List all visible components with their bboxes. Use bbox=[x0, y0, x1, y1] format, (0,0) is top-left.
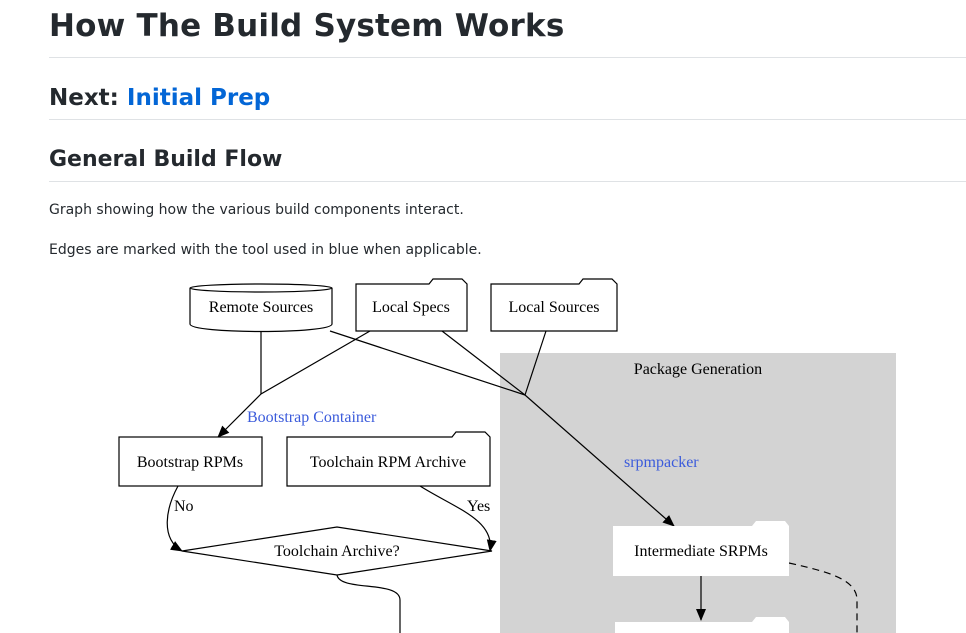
title-divider bbox=[49, 57, 966, 58]
node-toolchain-rpm-archive: Toolchain RPM Archive bbox=[286, 431, 491, 487]
edge-label-srpmpacker: srpmpacker bbox=[624, 454, 699, 471]
next-heading: Next: Initial Prep bbox=[49, 85, 270, 111]
edge-yes bbox=[419, 485, 497, 552]
node-remote-sources: Remote Sources bbox=[189, 283, 333, 333]
edge-label-yes: Yes bbox=[467, 498, 490, 515]
edge-label-no: No bbox=[174, 498, 194, 515]
edge-local-sources-to-merge bbox=[524, 330, 547, 396]
edge-toolchain-archive-down bbox=[336, 574, 401, 633]
node-local-sources: Local Sources bbox=[490, 278, 618, 332]
node-intermediate-srpms: Intermediate SRPMs bbox=[613, 521, 789, 576]
node-bootstrap-rpms: Bootstrap RPMs bbox=[118, 436, 263, 487]
node-label: Remote Sources bbox=[209, 299, 313, 316]
section-title: General Build Flow bbox=[49, 147, 283, 172]
package-generation-cluster bbox=[500, 353, 896, 633]
graph-edges bbox=[166, 330, 858, 633]
cluster-label: Package Generation bbox=[634, 361, 762, 378]
node-label: Local Specs bbox=[372, 299, 450, 316]
node-local-specs: Local Specs bbox=[355, 278, 468, 332]
node-label: Intermediate SRPMs bbox=[634, 543, 768, 560]
edge-local-specs-to-bootstrap bbox=[217, 330, 371, 438]
page-title: How The Build System Works bbox=[49, 8, 565, 44]
paragraph-edges-description: Edges are marked with the tool used in b… bbox=[49, 242, 482, 258]
node-label: Toolchain Archive? bbox=[274, 543, 400, 560]
edge-merge-to-srpms bbox=[524, 394, 675, 527]
edge-remote-to-merge bbox=[441, 330, 526, 396]
edge-label-bootstrap-container: Bootstrap Container bbox=[247, 409, 377, 426]
paragraph-graph-description: Graph showing how the various build comp… bbox=[49, 202, 464, 218]
node-label: Toolchain RPM Archive bbox=[310, 454, 466, 471]
initial-prep-link[interactable]: Initial Prep bbox=[126, 85, 271, 111]
node-toolchain-archive-decision: Toolchain Archive? bbox=[181, 526, 493, 576]
edge-srpms-dashed bbox=[788, 562, 858, 633]
node-label: Local Sources bbox=[508, 299, 599, 316]
section-divider bbox=[49, 181, 966, 182]
edge-no bbox=[166, 485, 183, 552]
node-label: Bootstrap RPMs bbox=[137, 454, 243, 471]
next-label: Next: bbox=[49, 85, 127, 111]
node-next-partial bbox=[615, 617, 789, 633]
next-divider bbox=[49, 119, 966, 120]
edge-local-specs-to-merge bbox=[329, 330, 526, 396]
